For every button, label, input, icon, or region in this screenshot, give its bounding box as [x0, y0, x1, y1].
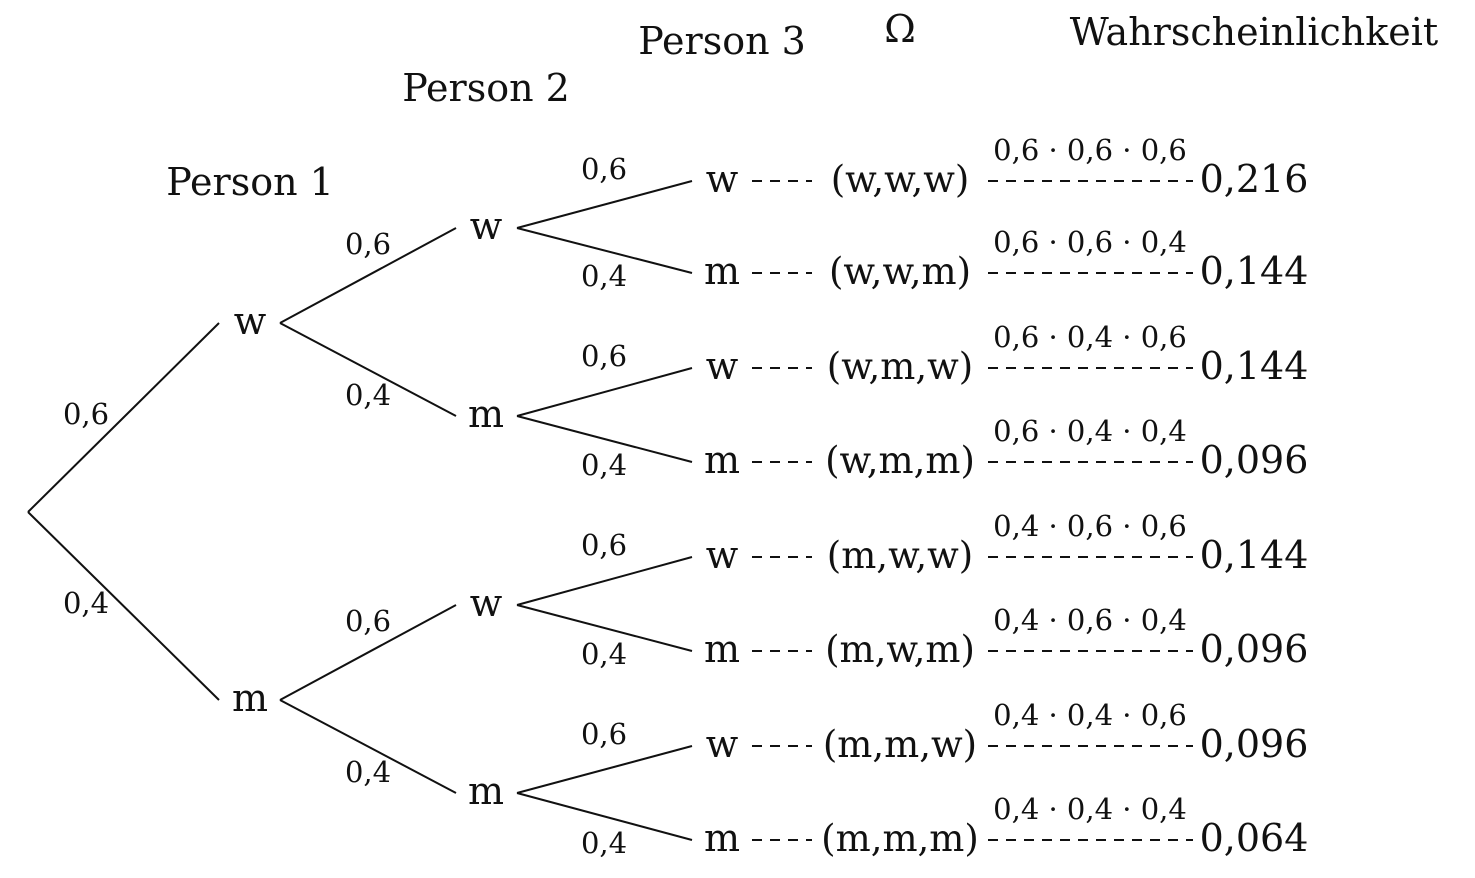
header-probability: Wahrscheinlichkeit — [1070, 10, 1438, 54]
outcome-row: (m,m,m) 0,4 · 0,4 · 0,4 0,064 — [752, 792, 1308, 860]
edge-prob-level2-2: 0,6 — [345, 604, 391, 638]
edge-level1-0 — [27, 322, 220, 513]
node-level3-m: m — [704, 438, 740, 482]
edge-prob-level3-7: 0,4 — [581, 826, 627, 860]
probability-product: 0,6 · 0,6 · 0,4 — [993, 225, 1187, 259]
node-level2-m: m — [468, 392, 504, 436]
outcome-rows: (w,w,w) 0,6 · 0,6 · 0,6 0,216 (w,w,m) 0,6 · … — [752, 133, 1308, 860]
tree-edges — [27, 180, 693, 841]
probability-result: 0,096 — [1200, 438, 1309, 482]
header-person-2: Person 2 — [402, 66, 570, 110]
probability-result: 0,144 — [1200, 249, 1309, 293]
edge-prob-level3-4: 0,6 — [581, 528, 627, 562]
edge-level2-0 — [279, 227, 457, 324]
outcome-tuple: (w,m,w) — [827, 345, 973, 388]
outcome-row: (w,m,w) 0,6 · 0,4 · 0,6 0,144 — [752, 320, 1308, 388]
node-level3-m: m — [704, 249, 740, 293]
edge-level3-6 — [516, 745, 693, 794]
node-level2-w: w — [470, 204, 503, 248]
edge-prob-level3-5: 0,4 — [581, 637, 627, 671]
outcome-tuple: (m,w,m) — [825, 628, 975, 671]
probability-product: 0,6 · 0,4 · 0,4 — [993, 414, 1187, 448]
node-level3-m: m — [704, 627, 740, 671]
edge-prob-level3-0: 0,6 — [581, 152, 627, 186]
probability-result: 0,096 — [1200, 722, 1309, 766]
outcome-tuple: (m,m,w) — [823, 723, 977, 766]
outcome-row: (w,m,m) 0,6 · 0,4 · 0,4 0,096 — [752, 414, 1308, 482]
outcome-row: (m,w,w) 0,4 · 0,6 · 0,6 0,144 — [752, 509, 1308, 577]
edge-level3-4 — [516, 556, 693, 606]
edge-prob-level2-1: 0,4 — [345, 378, 391, 412]
edge-level3-5 — [516, 604, 693, 652]
probability-result: 0,096 — [1200, 627, 1309, 671]
edge-probability-labels: 0,6 0,4 0,6 0,4 0,6 0,4 0,6 0,4 0,6 0,4 0,6 0,4 0,6 0… — [63, 152, 627, 860]
node-level3-w: w — [706, 533, 739, 577]
node-level1-w: w — [234, 299, 267, 343]
probability-product: 0,6 · 0,6 · 0,6 — [993, 133, 1187, 167]
outcome-tuple: (w,w,w) — [831, 158, 970, 201]
header-person-1: Person 1 — [166, 160, 334, 204]
edge-level3-1 — [516, 227, 693, 274]
node-level3-w: w — [706, 722, 739, 766]
edge-prob-level1-1: 0,4 — [63, 586, 109, 620]
outcome-row: (m,w,m) 0,4 · 0,6 · 0,4 0,096 — [752, 603, 1308, 671]
edge-level3-7 — [516, 792, 693, 841]
node-level3-m: m — [704, 816, 740, 860]
probability-product: 0,4 · 0,4 · 0,6 — [993, 698, 1187, 732]
outcome-tuple: (w,w,m) — [829, 250, 971, 293]
node-level1-m: m — [232, 676, 268, 720]
edge-level3-0 — [516, 180, 693, 229]
edge-prob-level2-3: 0,4 — [345, 755, 391, 789]
outcome-tuple: (m,w,w) — [827, 534, 973, 577]
header-omega: Ω — [884, 7, 916, 51]
probability-product: 0,4 · 0,4 · 0,4 — [993, 792, 1187, 826]
probability-result: 0,064 — [1200, 816, 1309, 860]
edge-prob-level3-6: 0,6 — [581, 717, 627, 751]
node-level3-w: w — [706, 157, 739, 201]
outcome-row: (w,w,m) 0,6 · 0,6 · 0,4 0,144 — [752, 225, 1308, 293]
tree-nodes: w m w m w m w m w m w m w m — [232, 157, 740, 860]
edge-level2-3 — [279, 699, 457, 794]
edge-level3-3 — [516, 415, 693, 463]
edge-prob-level1-0: 0,6 — [63, 397, 109, 431]
node-level3-w: w — [706, 344, 739, 388]
probability-result: 0,144 — [1200, 344, 1309, 388]
edge-prob-level3-3: 0,4 — [581, 448, 627, 482]
probability-result: 0,144 — [1200, 533, 1309, 577]
edge-level2-1 — [279, 322, 457, 417]
probability-product: 0,4 · 0,6 · 0,4 — [993, 603, 1187, 637]
edge-prob-level3-1: 0,4 — [581, 259, 627, 293]
edge-prob-level3-2: 0,6 — [581, 339, 627, 373]
edge-level3-2 — [516, 367, 693, 417]
probability-result: 0,216 — [1200, 157, 1309, 201]
edge-level2-2 — [279, 604, 457, 701]
probability-product: 0,6 · 0,4 · 0,6 — [993, 320, 1187, 354]
outcome-tuple: (w,m,m) — [825, 439, 975, 482]
edge-level1-1 — [27, 511, 220, 701]
header-person-3: Person 3 — [638, 19, 806, 63]
outcome-row: (m,m,w) 0,4 · 0,4 · 0,6 0,096 — [752, 698, 1308, 766]
edge-prob-level2-0: 0,6 — [345, 227, 391, 261]
outcome-row: (w,w,w) 0,6 · 0,6 · 0,6 0,216 — [752, 133, 1308, 201]
outcome-tuple: (m,m,m) — [821, 817, 979, 860]
probability-product: 0,4 · 0,6 · 0,6 — [993, 509, 1187, 543]
node-level2-m: m — [468, 769, 504, 813]
node-level2-w: w — [470, 581, 503, 625]
